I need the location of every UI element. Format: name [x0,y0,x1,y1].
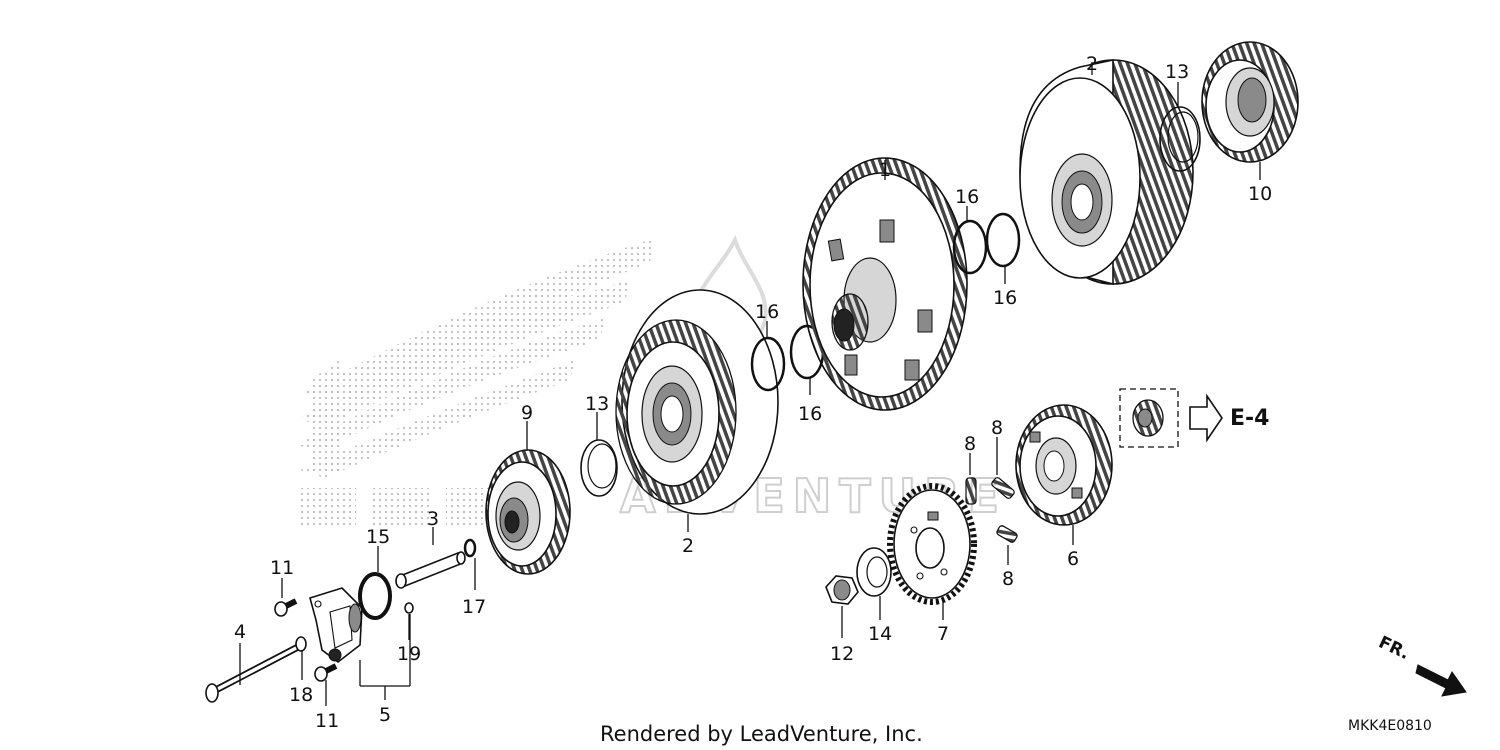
label-part-3: 3 [427,508,439,530]
label-part-16-middle-a: 16 [755,301,779,323]
front-direction-arrow-icon [1415,664,1467,697]
label-part-11-upper: 11 [270,557,294,579]
label-part-6: 6 [1067,548,1079,570]
label-part-16-upper-a: 16 [955,186,979,208]
label-part-2-middle: 2 [682,535,694,557]
label-part-16-middle-b: 16 [798,403,822,425]
part-9-gear [485,449,571,575]
part-8-spring-b [991,477,1015,499]
part-13-thrust-washer-upper [1159,106,1201,172]
part-7-gear [887,483,977,605]
reference-inset-box [1119,388,1179,448]
label-part-13-upper: 13 [1165,61,1189,83]
label-part-12: 12 [830,643,854,665]
part-2-clutch-drum-middle [615,289,779,515]
label-part-8-b: 8 [991,417,1003,439]
part-14-washer [856,547,892,597]
label-part-10: 10 [1248,183,1272,205]
render-credit: Rendered by LeadVenture, Inc. [600,722,923,746]
part-15-o-ring [358,572,392,620]
reference-arrow-icon [1189,393,1223,443]
part-8-spring-a [965,477,977,505]
label-part-2-upper: 2 [1086,53,1098,75]
label-part-19: 19 [397,643,421,665]
part-4-long-bolt [205,643,300,703]
part-2-clutch-drum-upper [1019,59,1194,286]
label-part-14: 14 [868,623,892,645]
part-10-gear [1201,41,1299,163]
part-1-primary-driven-gear [802,157,968,411]
label-part-11-lower: 11 [315,710,339,732]
label-part-16-upper-b: 16 [993,287,1017,309]
part-3-shaft [395,551,466,589]
front-direction-label: FR. [1375,633,1412,664]
label-part-13-middle: 13 [585,393,609,415]
part-13-thrust-washer-left [580,439,618,497]
label-part-8-c: 8 [1002,568,1014,590]
part-16-ring-upper-a [952,219,988,275]
reference-label: E-4 [1230,406,1269,431]
front-direction-indicator: FR. [1375,633,1467,697]
label-part-15: 15 [366,526,390,548]
part-17-small-o-ring [463,538,477,558]
part-18-washer [295,636,307,652]
label-part-4: 4 [234,621,246,643]
honda-wing-watermark [296,234,768,478]
part-11-bolt-lower [314,663,338,682]
part-number-labels: 1 2 2 3 4 5 6 7 8 8 8 9 10 11 11 12 13 1… [234,53,1272,732]
leader-lines [239,62,1261,706]
label-part-18: 18 [289,684,313,706]
label-part-5: 5 [379,704,391,726]
part-19-dowel-pin [404,602,414,614]
part-16-ring-upper-b [985,212,1021,268]
hond-letters-watermark [298,488,490,528]
label-part-1: 1 [879,159,891,181]
part-12-nut [825,575,859,605]
label-part-9: 9 [521,402,533,424]
part-11-bolt-upper [274,598,298,617]
label-part-8-a: 8 [964,433,976,455]
part-8-spring-c [996,525,1018,543]
part-16-ring-middle-a [750,336,786,392]
part-5-pump-cover [309,587,363,664]
part-6-gear [1015,404,1113,526]
label-part-17: 17 [462,596,486,618]
drawing-code: MKK4E0810 [1348,718,1432,734]
label-part-7: 7 [937,623,949,645]
